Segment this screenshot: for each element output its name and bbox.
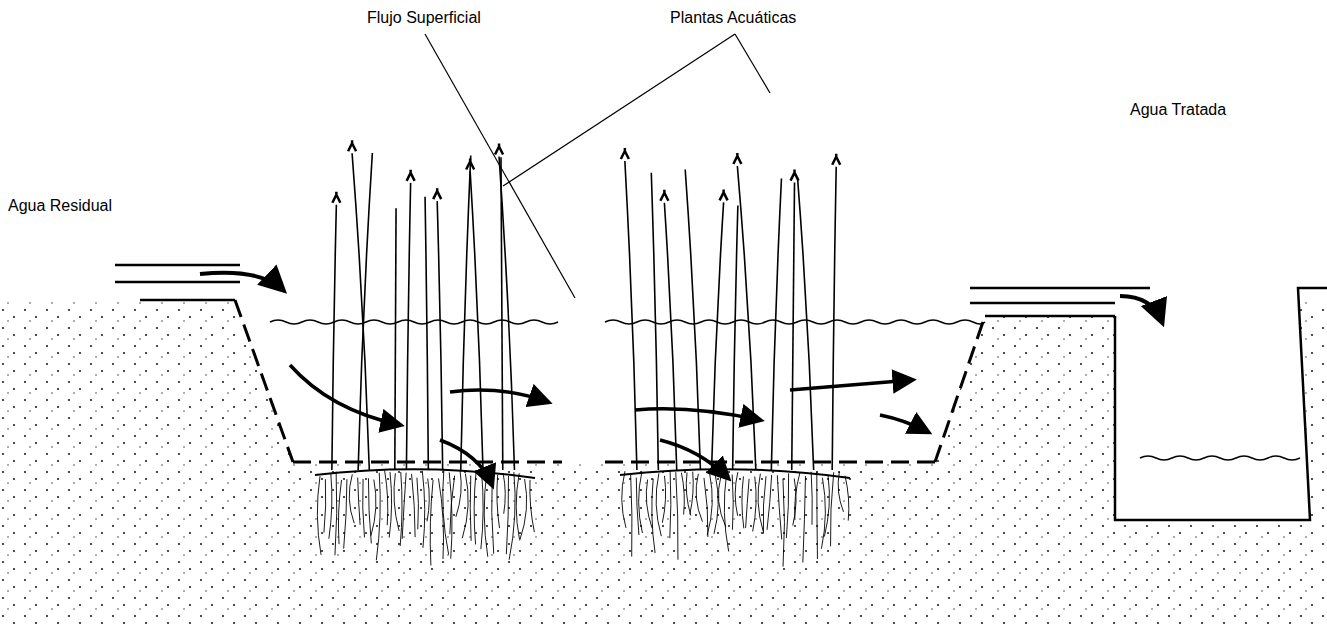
basin-water — [235, 300, 985, 462]
water-surface — [270, 320, 1300, 460]
outlet-channel — [1115, 288, 1310, 520]
callout-label: Plantas Acuáticas — [668, 8, 798, 28]
callout-label: Agua Tratada — [1128, 100, 1228, 120]
callout-label: Agua Residual — [6, 196, 114, 216]
outlet-pipe — [970, 288, 1162, 322]
leader-lines — [425, 34, 770, 298]
inlet-pipe — [115, 265, 283, 290]
basin-liner — [235, 300, 985, 462]
aquatic-plants — [315, 140, 850, 566]
callout-label: Flujo Superficial — [365, 8, 483, 28]
